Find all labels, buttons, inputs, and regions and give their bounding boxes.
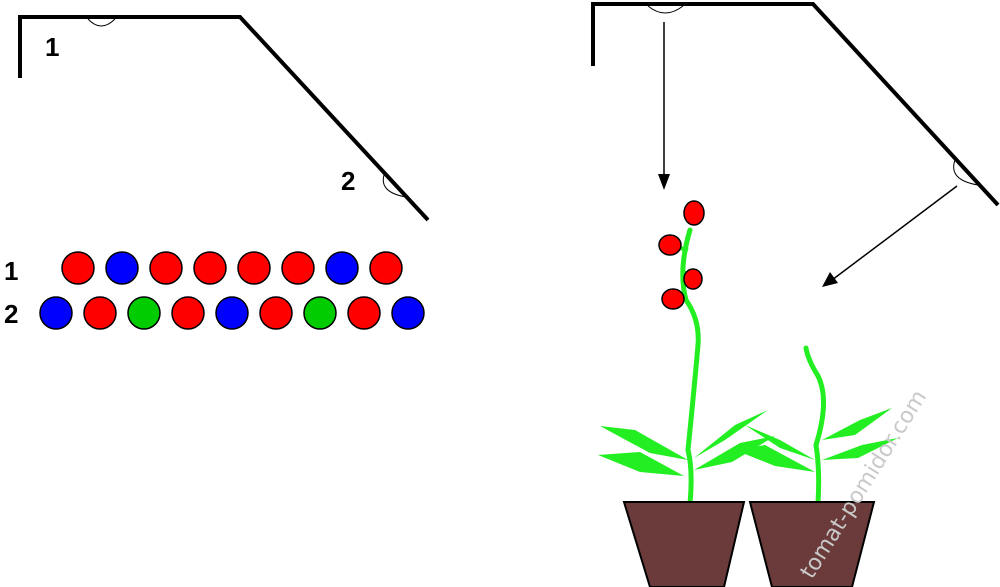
arrow-vertical-head xyxy=(658,174,670,190)
led-red xyxy=(347,296,381,330)
led-red xyxy=(237,251,271,285)
tall-plant-stem xyxy=(680,227,701,506)
led-green xyxy=(303,296,337,330)
tall-plant-leaf-right-upper xyxy=(694,410,768,458)
tomato-fruit xyxy=(661,288,685,310)
arrow-angled-line xyxy=(831,185,958,281)
short-plant-leaf-left-upper xyxy=(735,445,815,472)
tomato-fruit xyxy=(683,200,705,226)
led-red xyxy=(83,296,117,330)
short-plant-leaf-right-lower xyxy=(822,438,898,460)
led-row-2-leds xyxy=(39,296,425,330)
led-row-label-1: 1 xyxy=(4,256,18,286)
led-red xyxy=(369,251,403,285)
led-red xyxy=(281,251,315,285)
tall-plant xyxy=(598,200,775,506)
left-lamp-angle-arc-1 xyxy=(87,18,116,27)
led-red xyxy=(193,251,227,285)
tall-plant-leaf-left-upper xyxy=(600,426,688,460)
pot-left xyxy=(622,501,746,587)
led-red xyxy=(259,296,293,330)
led-red xyxy=(61,251,95,285)
tomato-fruit xyxy=(683,268,703,290)
right-lamp-angle-arc-1 xyxy=(647,5,684,14)
led-red xyxy=(171,296,205,330)
led-blue xyxy=(391,296,425,330)
led-row-2: 2 xyxy=(4,296,425,330)
arrow-angled-head xyxy=(822,272,838,287)
light-arrows xyxy=(658,22,958,287)
led-row-1-leds xyxy=(61,251,403,285)
right-lamp-profile xyxy=(591,2,1000,207)
left-lamp-outline xyxy=(18,15,430,222)
short-plant-leaf-left-lower xyxy=(745,425,815,460)
led-row-label-2: 2 xyxy=(4,299,18,329)
right-lamp-outline xyxy=(591,2,1000,207)
pot-right xyxy=(748,501,876,587)
led-blue xyxy=(105,251,139,285)
lamp-angle-label-2: 2 xyxy=(341,166,355,196)
led-blue xyxy=(325,251,359,285)
led-red xyxy=(149,251,183,285)
led-blue xyxy=(39,296,73,330)
short-plant-stem xyxy=(803,345,827,506)
led-blue xyxy=(215,296,249,330)
led-row-1: 1 xyxy=(4,251,403,286)
tall-plant-leaf-right-lower xyxy=(694,436,775,470)
right-lamp-angle-arc-2 xyxy=(953,159,979,186)
led-green xyxy=(127,296,161,330)
short-plant-leaf-right-upper xyxy=(822,408,892,440)
tomato-fruit xyxy=(658,234,682,256)
lamp-angle-label-1: 1 xyxy=(45,32,59,62)
left-lamp-profile: 1 2 xyxy=(18,15,430,222)
left-lamp-angle-arc-2 xyxy=(382,171,407,198)
short-plant xyxy=(735,345,898,506)
tall-plant-leaf-left-lower xyxy=(598,452,684,476)
